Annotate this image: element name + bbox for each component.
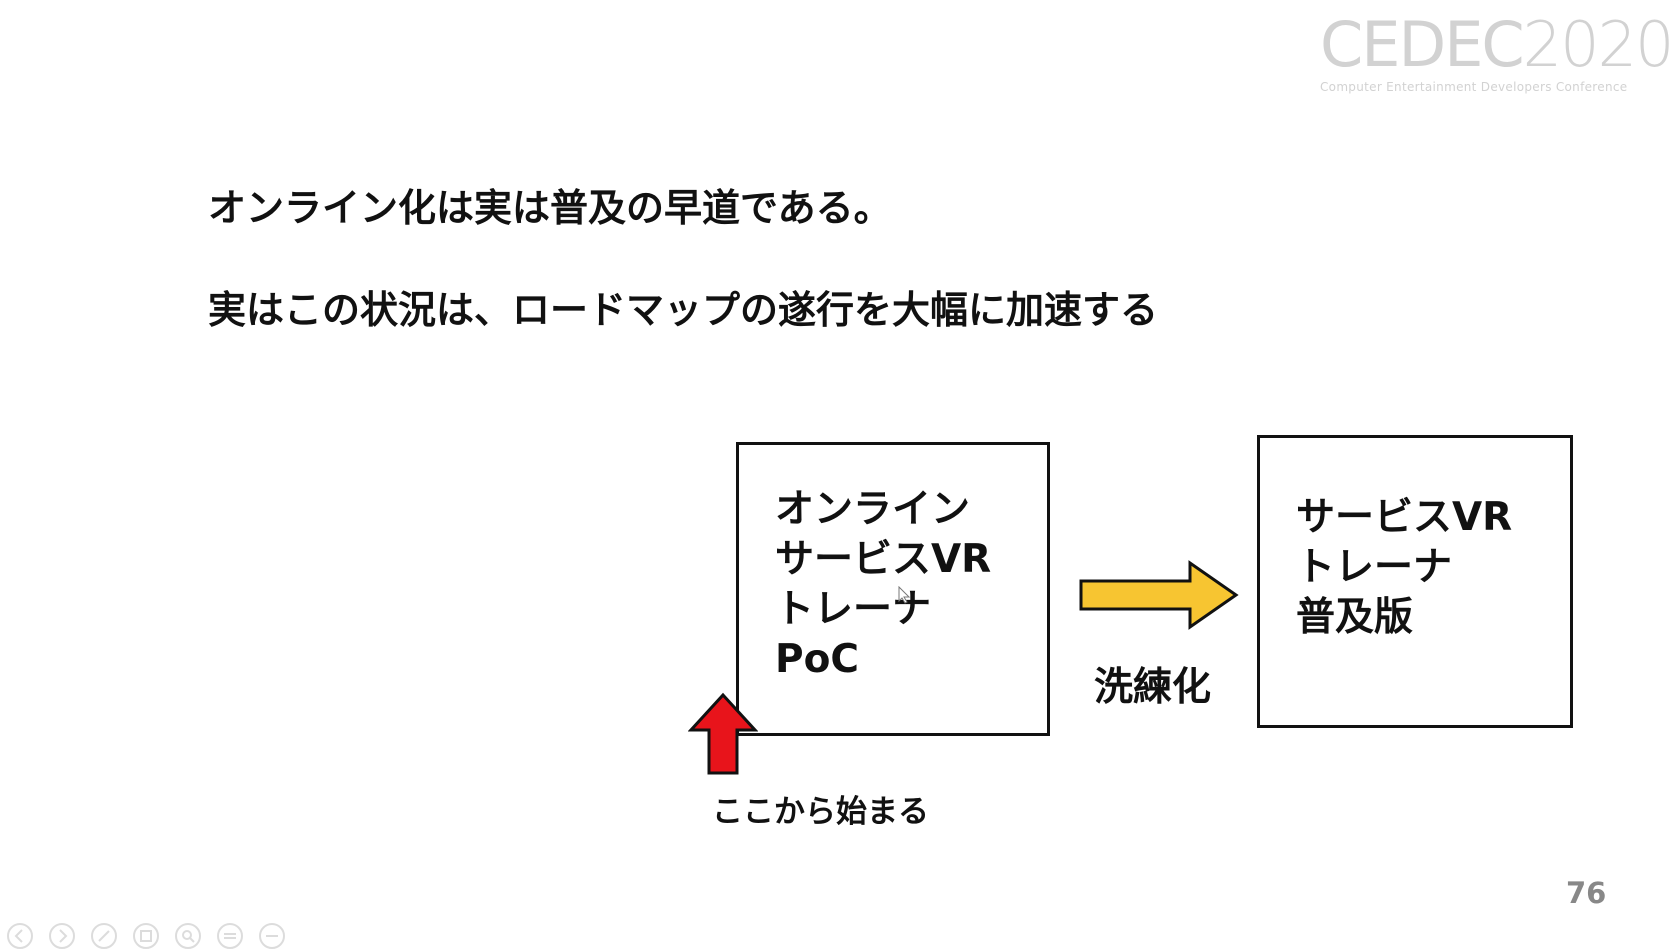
product-box: サービスVR トレーナ 普及版 — [1257, 435, 1573, 728]
cedec-logo: CEDEC2020 Computer Entertainment Develop… — [1320, 14, 1674, 95]
start-label: ここから始まる — [712, 794, 929, 830]
product-line-3: 普及版 — [1296, 595, 1414, 640]
poc-box-text: オンライン サービスVR トレーナ PoC — [775, 485, 991, 685]
poc-line-1: オンライン — [775, 487, 971, 532]
product-line-2: トレーナ — [1296, 545, 1453, 590]
right-arrow-icon — [1079, 560, 1239, 630]
more-icon[interactable] — [258, 922, 286, 950]
pen-icon[interactable] — [90, 922, 118, 950]
logo-brand: CEDEC — [1320, 8, 1525, 81]
poc-line-3: トレーナ — [775, 587, 932, 632]
forward-icon[interactable] — [48, 922, 76, 950]
slide-heading-2: 実はこの状況は、ロードマップの遂行を大幅に加速する — [208, 288, 1159, 332]
slides-icon[interactable] — [132, 922, 160, 950]
slide-heading-1: オンライン化は実は普及の早道である。 — [208, 186, 892, 230]
poc-box: オンライン サービスVR トレーナ PoC — [736, 442, 1050, 736]
back-icon[interactable] — [6, 922, 34, 950]
subtitles-icon[interactable] — [216, 922, 244, 950]
product-line-1: サービスVR — [1296, 495, 1513, 540]
logo-year: 2020 — [1522, 8, 1675, 81]
product-box-text: サービスVR トレーナ 普及版 — [1296, 493, 1512, 643]
logo-wordmark: CEDEC2020 — [1320, 14, 1674, 76]
up-arrow-icon — [688, 692, 758, 775]
poc-line-2: サービスVR — [775, 537, 992, 582]
mouse-cursor-icon — [898, 586, 910, 604]
poc-line-4: PoC — [775, 637, 859, 682]
slideshow-toolbar — [6, 922, 286, 952]
logo-subtitle: Computer Entertainment Developers Confer… — [1320, 80, 1628, 94]
page-number: 76 — [1566, 876, 1607, 910]
zoom-icon[interactable] — [174, 922, 202, 950]
arrow-label: 洗練化 — [1094, 665, 1212, 710]
